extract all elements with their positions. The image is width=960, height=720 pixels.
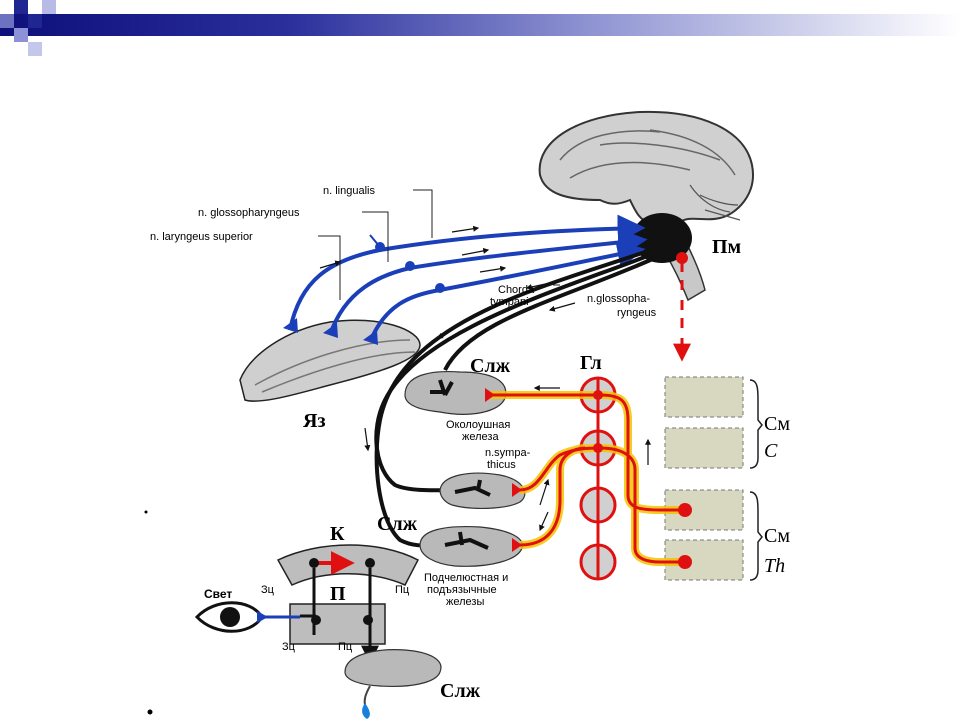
medulla-sympathetic-dot bbox=[676, 252, 688, 264]
efferent-nerves bbox=[374, 250, 656, 548]
label-yaz: Яз bbox=[303, 410, 325, 432]
label-tympani: tympani bbox=[490, 296, 529, 308]
label-sm-c-1: См bbox=[764, 413, 790, 435]
label-sm-th-2: Th bbox=[764, 555, 785, 577]
label-pc-bottom: Пц bbox=[338, 641, 353, 653]
label-n-sympa: n.sympa- bbox=[485, 447, 531, 459]
sympathetic-trunk bbox=[579, 376, 617, 581]
label-podchel-2: подъязычные bbox=[427, 584, 497, 596]
submandibular-gland bbox=[419, 525, 523, 567]
label-n-laryngeus-superior: n. laryngeus superior bbox=[150, 231, 253, 243]
label-zc-bottom: Зц bbox=[282, 641, 296, 653]
sublingual-gland bbox=[439, 472, 526, 510]
label-n-glossopharyngeus: n. glossopharyngeus bbox=[198, 207, 300, 219]
stray-dot bbox=[144, 510, 148, 514]
label-chorda: Chorda bbox=[498, 284, 535, 296]
label-pm: Пм bbox=[712, 236, 741, 258]
decor-square bbox=[14, 28, 28, 42]
label-slzh-mid: Слж bbox=[377, 513, 418, 535]
output-salivary-gland bbox=[344, 649, 442, 706]
label-slzh-bottom: Слж bbox=[440, 680, 481, 702]
label-n-glossopha: n.glossopha- bbox=[587, 293, 650, 305]
label-sm-th-1: См bbox=[764, 525, 790, 547]
label-zheleza: железа bbox=[462, 431, 499, 443]
direction-arrow bbox=[539, 511, 549, 532]
slide-header bbox=[0, 0, 960, 60]
decor-square bbox=[0, 14, 14, 28]
direction-arrow bbox=[539, 478, 550, 506]
direction-arrows bbox=[319, 225, 651, 465]
droplet-icon bbox=[362, 703, 370, 719]
header-gradient-bar bbox=[0, 14, 960, 36]
label-pc-top: Пц bbox=[395, 584, 410, 596]
label-sm-c-2: C bbox=[764, 440, 778, 462]
decor-square bbox=[14, 0, 28, 14]
brain-icon bbox=[538, 110, 754, 302]
label-n-lingualis: n. lingualis bbox=[323, 185, 375, 197]
label-gl: Гл bbox=[580, 352, 602, 374]
label-okoloushnaya: Околоушная bbox=[446, 419, 510, 431]
label-ryngeus: ryngeus bbox=[617, 307, 657, 319]
label-slzh-top: Слж bbox=[470, 355, 511, 377]
leader-lines bbox=[318, 189, 560, 300]
decor-square bbox=[28, 14, 42, 28]
decor-square bbox=[28, 42, 42, 56]
decor-square bbox=[42, 0, 56, 14]
label-thicus: thicus bbox=[487, 459, 516, 471]
label-svet: Свет bbox=[204, 587, 232, 601]
nerve-branch bbox=[369, 234, 381, 248]
conditioned-reflex-paths bbox=[300, 568, 379, 664]
label-podchel-1: Подчелюстная и bbox=[424, 572, 508, 584]
label-zc-top: Зц bbox=[261, 584, 275, 596]
stray-dot bbox=[147, 709, 153, 715]
label-p: П bbox=[330, 583, 346, 605]
label-podchel-3: железы bbox=[446, 596, 484, 608]
spinal-cord-segments bbox=[664, 376, 763, 581]
afferent-nerves bbox=[288, 214, 648, 343]
eye-icon bbox=[194, 601, 268, 633]
sympathetic-neurons bbox=[485, 388, 692, 569]
cortex-block bbox=[276, 544, 420, 586]
label-k: К bbox=[330, 523, 345, 545]
sympathetic-pathways-glow bbox=[490, 391, 685, 566]
